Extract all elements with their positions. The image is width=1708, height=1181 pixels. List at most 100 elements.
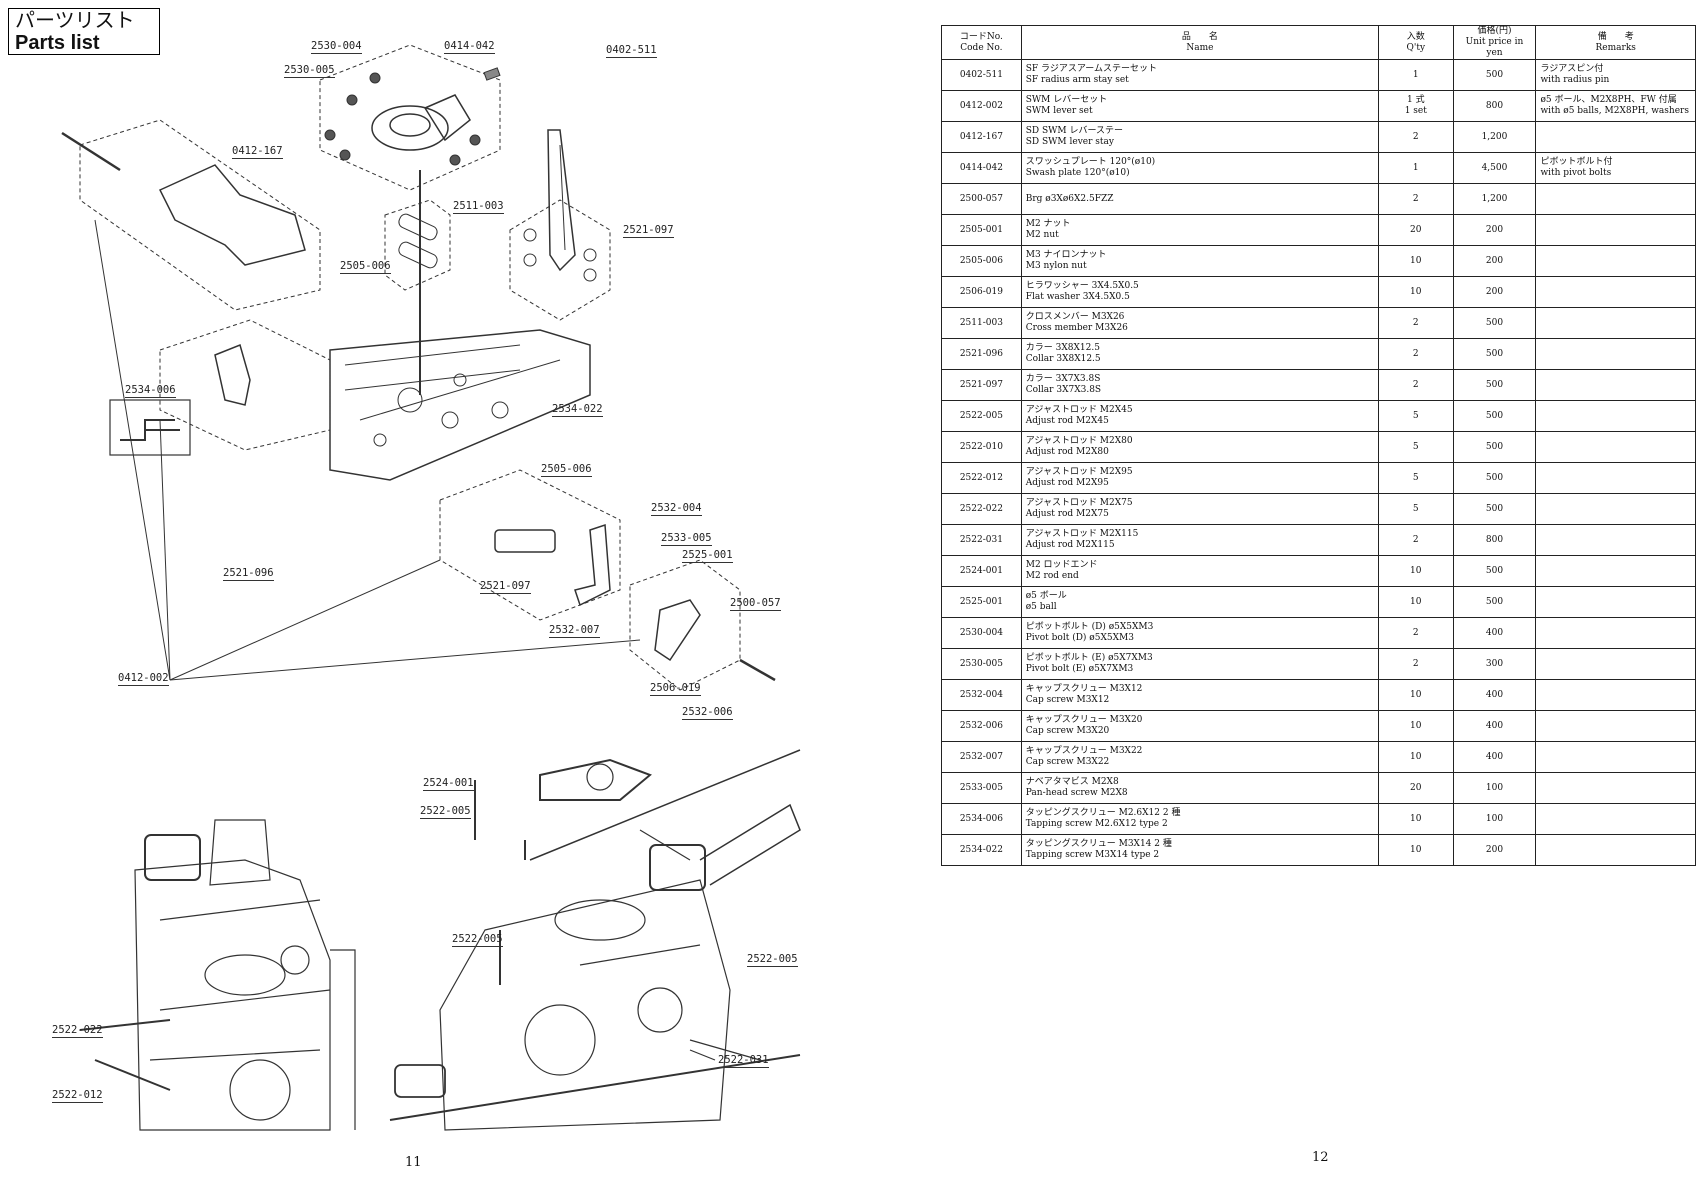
callout-label: 2521-097 (480, 580, 531, 594)
cell-remarks (1535, 462, 1696, 494)
cell-remarks (1535, 276, 1696, 308)
cell-remarks (1535, 741, 1696, 773)
cell-name: スワッシュプレート 120°(ø10)Swash plate 120°(ø10) (1020, 152, 1380, 184)
cell-price: 300 (1452, 648, 1537, 680)
cell-price: 500 (1452, 59, 1537, 91)
cell-qty: 10 (1378, 586, 1454, 618)
cell-qty: 2 (1378, 338, 1454, 370)
page-title-jp: パーツリスト (15, 10, 135, 32)
cell-remarks (1535, 772, 1696, 804)
cell-qty: 2 (1378, 369, 1454, 401)
cell-price: 500 (1452, 338, 1537, 370)
cell-code: 2534-022 (941, 834, 1022, 866)
cell-code: 0412-002 (941, 90, 1022, 122)
cell-price: 400 (1452, 710, 1537, 742)
exploded-parts-diagram (61, 44, 801, 1131)
cell-code: 2530-004 (941, 617, 1022, 649)
callout-label: 2532-007 (549, 624, 600, 638)
radius-arm-stay-part (547, 129, 576, 272)
cell-code: 2532-004 (941, 679, 1022, 711)
cell-code: 2522-022 (941, 493, 1022, 525)
callout-label: 2511-003 (453, 200, 504, 214)
cell-price: 1,200 (1452, 121, 1537, 153)
cell-qty: 10 (1378, 803, 1454, 835)
cell-remarks (1535, 834, 1696, 866)
header-price: 価格(円)Unit price in yen (1452, 25, 1537, 60)
cell-remarks (1535, 555, 1696, 587)
callout-label: 2533-005 (661, 532, 712, 546)
cell-remarks (1535, 586, 1696, 618)
cell-qty: 5 (1378, 400, 1454, 432)
callout-label: 2525-001 (682, 549, 733, 563)
cell-qty: 2 (1378, 617, 1454, 649)
cell-code: 2511-003 (941, 307, 1022, 339)
callout-label: 2532-006 (682, 706, 733, 720)
callout-label: 2500-057 (730, 597, 781, 611)
callout-label: 2522-012 (52, 1089, 103, 1103)
cell-price: 200 (1452, 245, 1537, 277)
cell-remarks (1535, 710, 1696, 742)
page-number: 12 (1312, 1150, 1329, 1165)
cell-remarks (1535, 307, 1696, 339)
cell-price: 4,500 (1452, 152, 1537, 184)
callout-label: 2534-006 (125, 384, 176, 398)
cell-code: 2521-097 (941, 369, 1022, 401)
cell-remarks (1535, 431, 1696, 463)
callout-label: 2521-097 (623, 224, 674, 238)
cell-remarks (1535, 245, 1696, 277)
cell-remarks (1535, 121, 1696, 153)
cell-code: 2505-001 (941, 214, 1022, 246)
cell-remarks (1535, 214, 1696, 246)
callout-label: 2522-022 (52, 1024, 103, 1038)
callout-label: 0412-167 (232, 145, 283, 159)
helicopter-view-left (79, 819, 356, 1131)
callout-label: 2534-022 (552, 403, 603, 417)
cell-qty: 5 (1378, 493, 1454, 525)
callout-label: 2522-005 (452, 933, 503, 947)
cell-price: 100 (1452, 772, 1537, 804)
callout-label: 0402-511 (606, 44, 657, 58)
cell-price: 200 (1452, 214, 1537, 246)
cell-qty: 10 (1378, 834, 1454, 866)
cell-qty: 20 (1378, 772, 1454, 804)
cell-name: Brg ø3Xø6X2.5FZZ (1020, 183, 1380, 215)
cell-price: 200 (1452, 834, 1537, 866)
callout-label: 2505-006 (340, 260, 391, 274)
cell-qty: 2 (1378, 648, 1454, 680)
cell-price: 500 (1452, 493, 1537, 525)
cell-qty: 1 (1378, 152, 1454, 184)
cell-qty: 20 (1378, 214, 1454, 246)
cell-code: 2532-006 (941, 710, 1022, 742)
